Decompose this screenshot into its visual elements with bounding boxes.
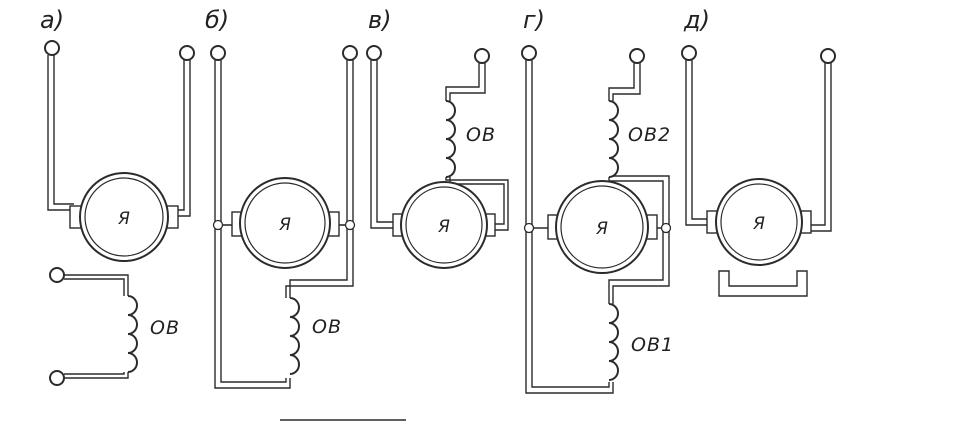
scheme-b-label: б) [205,6,229,34]
scheme-e-terminal-2 [820,48,836,64]
scheme-e-armature: Я [706,178,812,266]
scheme-b-terminal-1 [210,45,226,61]
scheme-d-label: г) [523,6,545,34]
scheme-a: а) Я ОВ [40,6,195,386]
scheme-e-armature-label: Я [752,214,765,234]
scheme-c-label: в) [368,6,392,34]
scheme-c-armature: Я [392,181,496,269]
scheme-a-armature: Я [69,172,179,262]
scheme-a-armature-label: Я [117,209,130,229]
scheme-d-terminal-2 [629,48,645,64]
scheme-b-terminal-2 [342,45,358,61]
scheme-a-terminal-1 [44,40,60,56]
scheme-c: в) ОВ Я [366,6,509,269]
scheme-b: б) Я ОВ [205,6,358,389]
scheme-d-winding-top-label: ОВ2 [628,124,671,146]
scheme-a-winding-label: ОВ [150,317,180,339]
scheme-e-label: д) [683,6,710,34]
scheme-c-armature-label: Я [437,217,450,237]
scheme-e: д) Я [681,6,836,297]
scheme-d-terminal-1 [521,45,537,61]
scheme-d-armature: Я [547,180,658,274]
scheme-a-terminal-2 [179,45,195,61]
scheme-d-winding-bottom-label: ОВ1 [631,334,674,356]
scheme-a-label: а) [40,6,64,34]
scheme-b-armature: Я [231,177,340,269]
scheme-e-terminal-1 [681,45,697,61]
scheme-e-magnet-bracket [718,270,808,297]
scheme-c-terminal-2 [474,48,490,64]
scheme-c-winding-label: ОВ [466,124,496,146]
scheme-a-field-winding: ОВ [49,267,180,386]
scheme-d: г) ОВ2 ОВ1 Я [521,6,674,394]
scheme-d-armature-label: Я [595,219,608,239]
scheme-c-terminal-1 [366,45,382,61]
scheme-b-armature-label: Я [278,215,291,235]
scheme-b-winding-label: ОВ [312,316,342,338]
